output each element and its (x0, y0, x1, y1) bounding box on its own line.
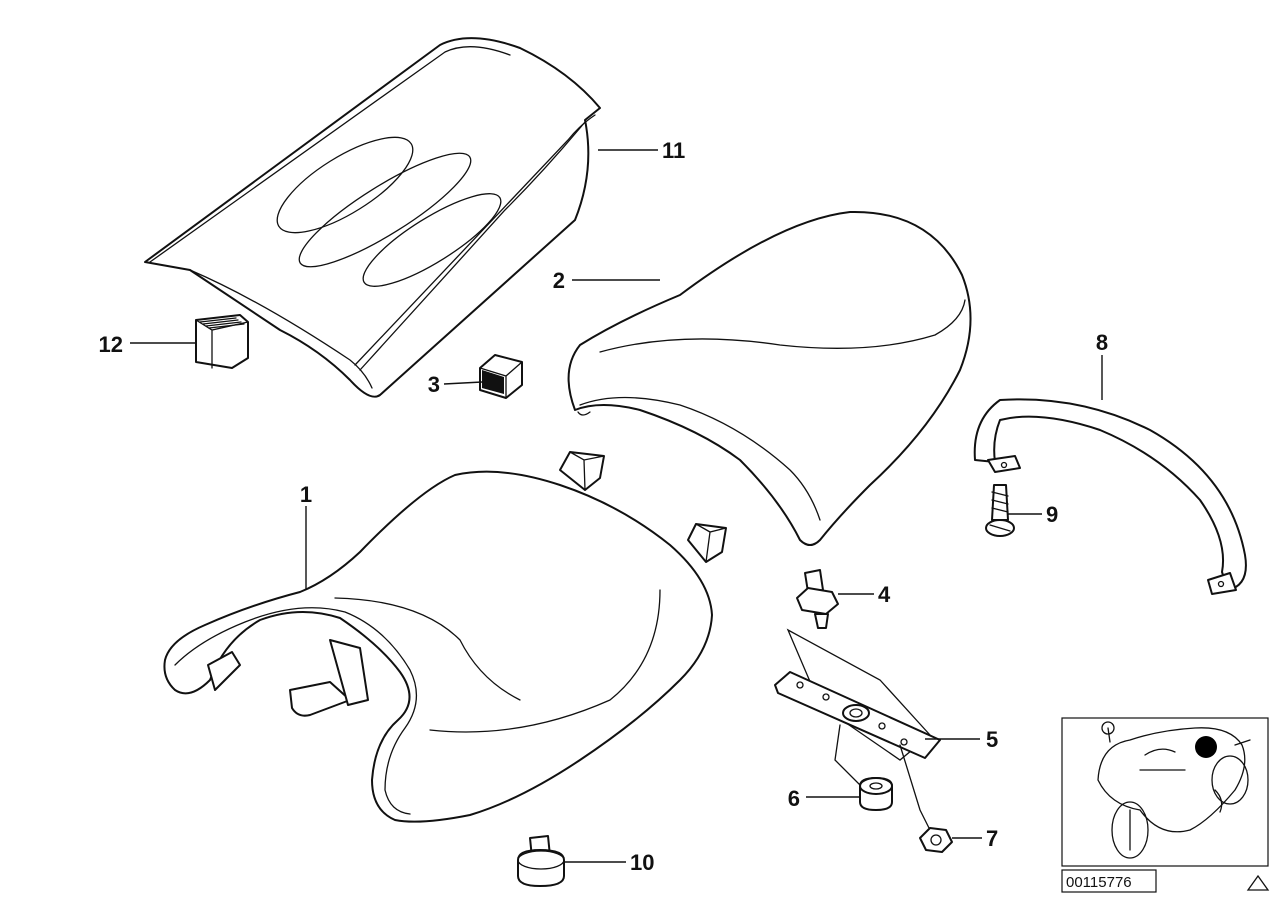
part-2-pillion-seat (567, 210, 972, 546)
part-7-nut (919, 827, 953, 853)
document-number: 00115776 (1066, 874, 1132, 891)
callout-7: 7 (986, 826, 998, 851)
leader-lines (130, 149, 1103, 863)
warning-triangle-icon (1246, 874, 1270, 891)
callout-2: 2 (553, 268, 565, 293)
part-9-screw (985, 484, 1015, 537)
part-6-washer (859, 777, 893, 811)
callout-11: 11 (662, 138, 685, 163)
callouts: 1 2 3 4 5 6 7 8 9 10 11 12 (99, 138, 1109, 875)
part-8-bracket (973, 398, 1247, 595)
callout-3: 3 (428, 372, 440, 397)
part-12-cube (195, 314, 249, 369)
part-11-seat-cover (144, 37, 601, 398)
callout-8: 8 (1096, 330, 1108, 355)
callout-4: 4 (878, 582, 891, 607)
callout-10: 10 (630, 850, 654, 875)
part-10-buffer (517, 835, 565, 887)
part-5-plate (774, 628, 941, 831)
location-marker (1195, 736, 1217, 758)
callout-1: 1 (300, 482, 312, 507)
callout-12: 12 (99, 332, 123, 357)
part-1-front-seat (163, 451, 727, 823)
motorcycle-icon (1097, 721, 1251, 859)
part-4-stud (796, 569, 839, 629)
part-3-block (479, 354, 523, 399)
reference-thumbnail: 00115776 (1061, 717, 1270, 893)
callout-9: 9 (1046, 502, 1058, 527)
callout-6: 6 (788, 786, 800, 811)
callout-5: 5 (986, 727, 998, 752)
